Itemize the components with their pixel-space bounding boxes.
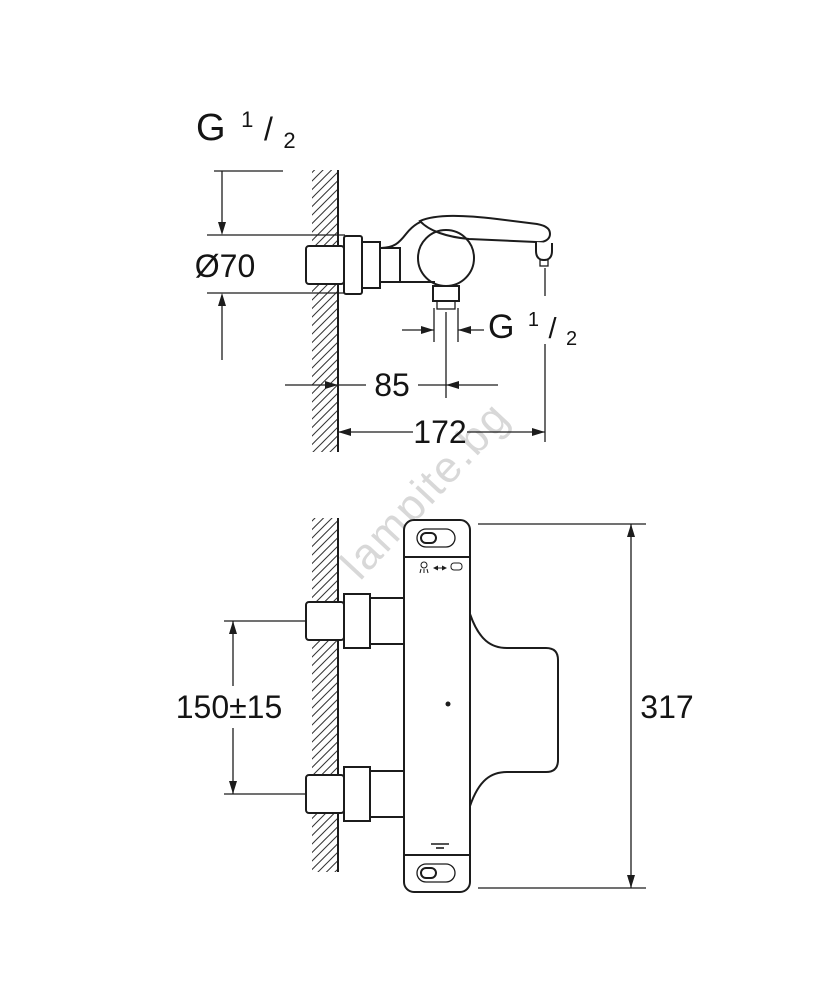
dimension-wall-to-outlet: 85: [285, 312, 498, 403]
front-view-drawing: 150±15 317: [176, 518, 694, 893]
body-column: [403, 519, 471, 893]
inlet-adapter: [369, 597, 405, 645]
lever-handle: [418, 214, 552, 244]
arrowhead: [229, 781, 237, 794]
dimension-thread-top: G 1 / 2: [196, 94, 296, 235]
dimension-outlet-thread: G 1 / 2: [402, 296, 577, 350]
top-view-side-drawing: G 1 / 2 Ø70 G 1: [195, 94, 577, 452]
label-connection-spacing: 150±15: [176, 689, 283, 725]
arrowhead: [325, 381, 338, 389]
wall-union-square: [305, 774, 345, 814]
wall-union-square: [305, 245, 345, 285]
valve-body-circle: [417, 229, 475, 287]
wall-union-square: [305, 601, 345, 641]
arrowhead: [458, 326, 471, 334]
inlet-adapter: [369, 770, 405, 818]
escutcheon: [343, 766, 371, 822]
label-flange-diameter: Ø70: [195, 248, 255, 284]
wall-hatch-front-view: [312, 518, 338, 872]
body-center-mark: [445, 701, 451, 707]
arrowhead: [229, 621, 237, 634]
bottom-handle-button: [416, 863, 456, 883]
thermostat-body: [403, 519, 559, 893]
wall-hatch-top-view: [312, 170, 338, 452]
dimension-flange-diameter: Ø70: [195, 234, 345, 360]
arrowhead: [218, 222, 226, 235]
escutcheon: [343, 593, 371, 649]
label-wall-to-outlet: 85: [374, 367, 410, 403]
faucet-side-view: [305, 214, 553, 310]
spout-outlet-tip: [535, 242, 553, 262]
body-connector: [379, 247, 401, 283]
label-total-height: 317: [640, 689, 693, 725]
arrowhead: [218, 293, 226, 306]
arrowhead: [627, 875, 635, 888]
arrowhead: [446, 381, 459, 389]
dimension-connection-spacing: 150±15: [176, 620, 306, 795]
temperature-marking: [431, 843, 449, 849]
lower-inlet-connection: [305, 766, 405, 822]
dimension-total-height: 317: [478, 523, 694, 889]
diverter-icons: [419, 561, 463, 574]
label-wall-to-spout: 172: [413, 414, 466, 450]
spout-aerator: [539, 259, 549, 267]
escutcheon-flange: [343, 235, 363, 295]
label-thread-top: G 1 / 2: [196, 94, 296, 153]
arrowhead: [421, 326, 434, 334]
top-handle-button: [416, 528, 456, 548]
upper-inlet-connection: [305, 593, 405, 649]
valve-block-protrusion: [469, 613, 559, 807]
bottom-outlet-thread: [436, 300, 456, 310]
escutcheon-cone: [361, 241, 381, 289]
arrowhead: [338, 428, 351, 436]
dimension-wall-to-spout: 172: [338, 268, 546, 450]
arrowhead: [627, 524, 635, 537]
label-outlet-thread: G 1 / 2: [488, 296, 577, 350]
arrowhead: [532, 428, 545, 436]
bottom-outlet: [432, 285, 460, 302]
